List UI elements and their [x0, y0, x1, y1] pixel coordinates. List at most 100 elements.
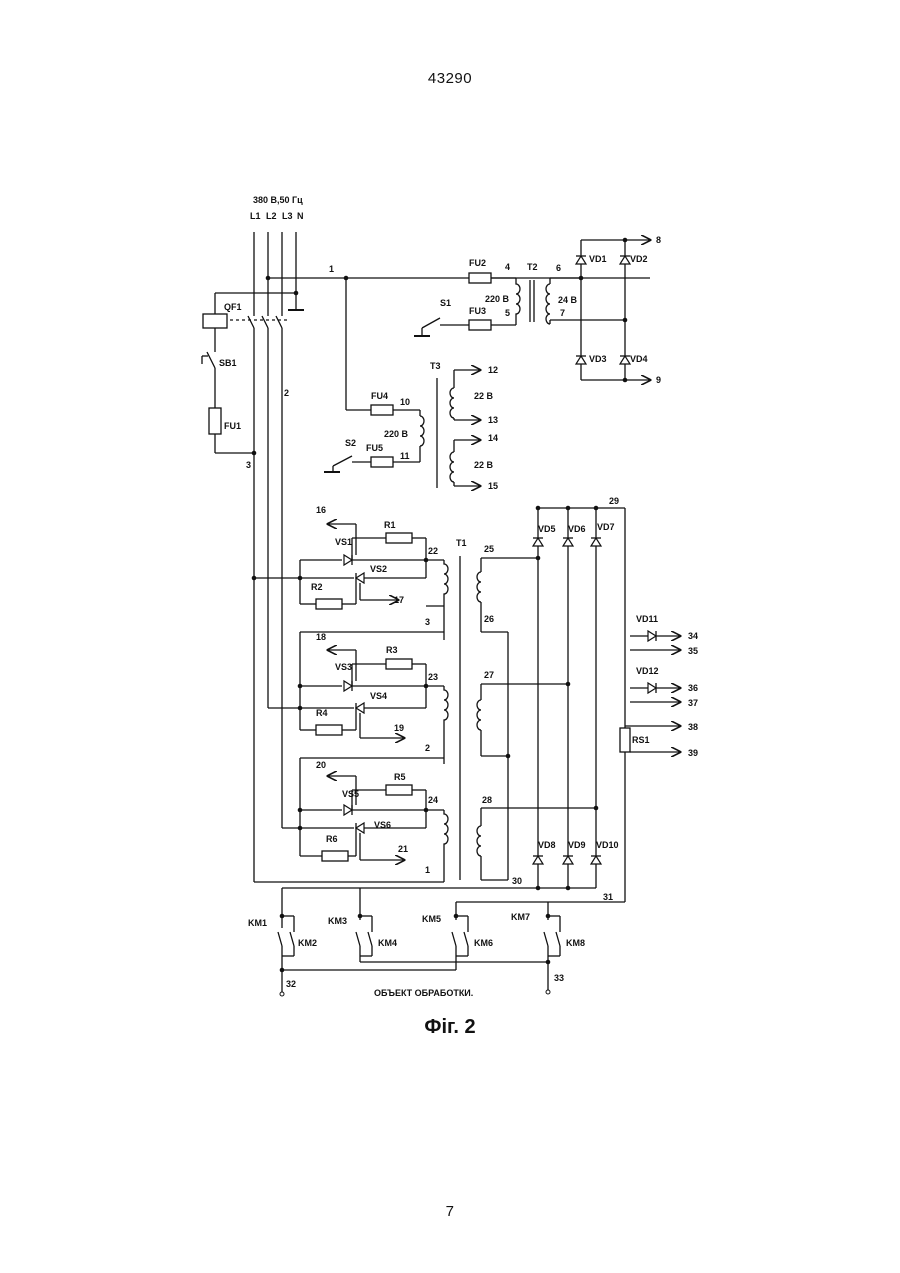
node-37: 37: [688, 698, 698, 708]
phase-l3-label: L3: [282, 211, 293, 221]
label-r5: R5: [394, 772, 406, 782]
node-2: 2: [284, 388, 289, 398]
node-11: 11: [400, 451, 410, 461]
label-fu1: FU1: [224, 421, 241, 431]
supply-voltage-label: 380 В,50 Гц: [253, 195, 303, 205]
label-vd9: VD9: [568, 840, 586, 850]
winding-3: 3: [425, 617, 430, 627]
phase-l2-label: L2: [266, 211, 277, 221]
node-31: 31: [603, 892, 613, 902]
label-vd11: VD11: [636, 614, 658, 624]
label-220v-t3: 220 В: [384, 429, 409, 439]
label-vs6: VS6: [374, 820, 391, 830]
phase-lines-down: [252, 328, 300, 882]
breaker-qf1: [203, 293, 290, 328]
node-22: 22: [428, 546, 438, 556]
node-33: 33: [554, 973, 564, 983]
node-20: 20: [316, 760, 326, 770]
thyristor-stage-2: [298, 632, 448, 738]
label-km5: KM5: [422, 914, 441, 924]
node-24: 24: [428, 795, 438, 805]
node-36: 36: [688, 683, 698, 693]
figure-caption: Фіг. 2: [0, 1016, 900, 1039]
node-6: 6: [556, 263, 561, 273]
label-t1: T1: [456, 538, 467, 548]
node-12: 12: [488, 365, 498, 375]
winding-2: 2: [425, 743, 430, 753]
node-21: 21: [398, 844, 408, 854]
node-13: 13: [488, 415, 498, 425]
label-fu4: FU4: [371, 391, 388, 401]
node-32: 32: [286, 979, 296, 989]
label-vs1: VS1: [335, 537, 352, 547]
label-km7: KM7: [511, 912, 530, 922]
node-8: 8: [656, 235, 661, 245]
supply-lines: [215, 232, 650, 316]
node-7: 7: [560, 308, 565, 318]
label-fu2: FU2: [469, 258, 486, 268]
label-vs4: VS4: [370, 691, 387, 701]
label-km4: KM4: [378, 938, 397, 948]
node-16: 16: [316, 505, 326, 515]
label-24v: 24 В: [558, 295, 578, 305]
label-220v-t2: 220 В: [485, 294, 510, 304]
phase-n-label: N: [297, 211, 304, 221]
label-r6: R6: [326, 834, 338, 844]
node-29: 29: [609, 496, 619, 506]
winding-1: 1: [425, 865, 430, 875]
label-vd2: VD2: [630, 254, 648, 264]
label-t2: T2: [527, 262, 538, 272]
node-26: 26: [484, 614, 494, 624]
output-terminals: [620, 631, 680, 752]
label-km8: KM8: [566, 938, 585, 948]
label-s2: S2: [345, 438, 356, 448]
node-39: 39: [688, 748, 698, 758]
label-t3: T3: [430, 361, 441, 371]
node-10: 10: [400, 397, 410, 407]
label-vd3: VD3: [589, 354, 607, 364]
node-27: 27: [484, 670, 494, 680]
node-15: 15: [488, 481, 498, 491]
label-vd10: VD10: [596, 840, 619, 850]
label-vd5: VD5: [538, 524, 556, 534]
node-38: 38: [688, 722, 698, 732]
node-25: 25: [484, 544, 494, 554]
label-vs2: VS2: [370, 564, 387, 574]
node-19: 19: [394, 723, 404, 733]
control-branch: [202, 328, 254, 453]
transformer-t1: [460, 556, 596, 880]
node-1: 1: [329, 264, 334, 274]
phase-l1-label: L1: [250, 211, 261, 221]
node-14: 14: [488, 433, 498, 443]
node-35: 35: [688, 646, 698, 656]
label-vs3: VS3: [335, 662, 352, 672]
node-23: 23: [428, 672, 438, 682]
node-3: 3: [246, 460, 251, 470]
label-fu5: FU5: [366, 443, 383, 453]
thyristor-stage-3: [254, 606, 448, 882]
label-rs1: RS1: [632, 735, 650, 745]
transformer-t2-section: [414, 238, 650, 383]
label-r1: R1: [384, 520, 396, 530]
label-sb1: SB1: [219, 358, 237, 368]
label-r3: R3: [386, 645, 398, 655]
label-vs5: VS5: [342, 789, 359, 799]
label-processing-object: ОБЪЕКТ ОБРАБОТКИ.: [374, 988, 473, 998]
node-4: 4: [505, 262, 510, 272]
label-vd12: VD12: [636, 666, 659, 676]
label-qf1: QF1: [224, 302, 242, 312]
label-vd8: VD8: [538, 840, 556, 850]
node-34: 34: [688, 631, 698, 641]
label-vd4: VD4: [630, 354, 648, 364]
node-28: 28: [482, 795, 492, 805]
node-30: 30: [512, 876, 522, 886]
label-km2: KM2: [298, 938, 317, 948]
node-17: 17: [394, 595, 404, 605]
label-r4: R4: [316, 708, 328, 718]
label-vd1: VD1: [589, 254, 607, 264]
label-r2: R2: [311, 582, 323, 592]
label-km3: KM3: [328, 916, 347, 926]
label-fu3: FU3: [469, 306, 486, 316]
label-s1: S1: [440, 298, 451, 308]
